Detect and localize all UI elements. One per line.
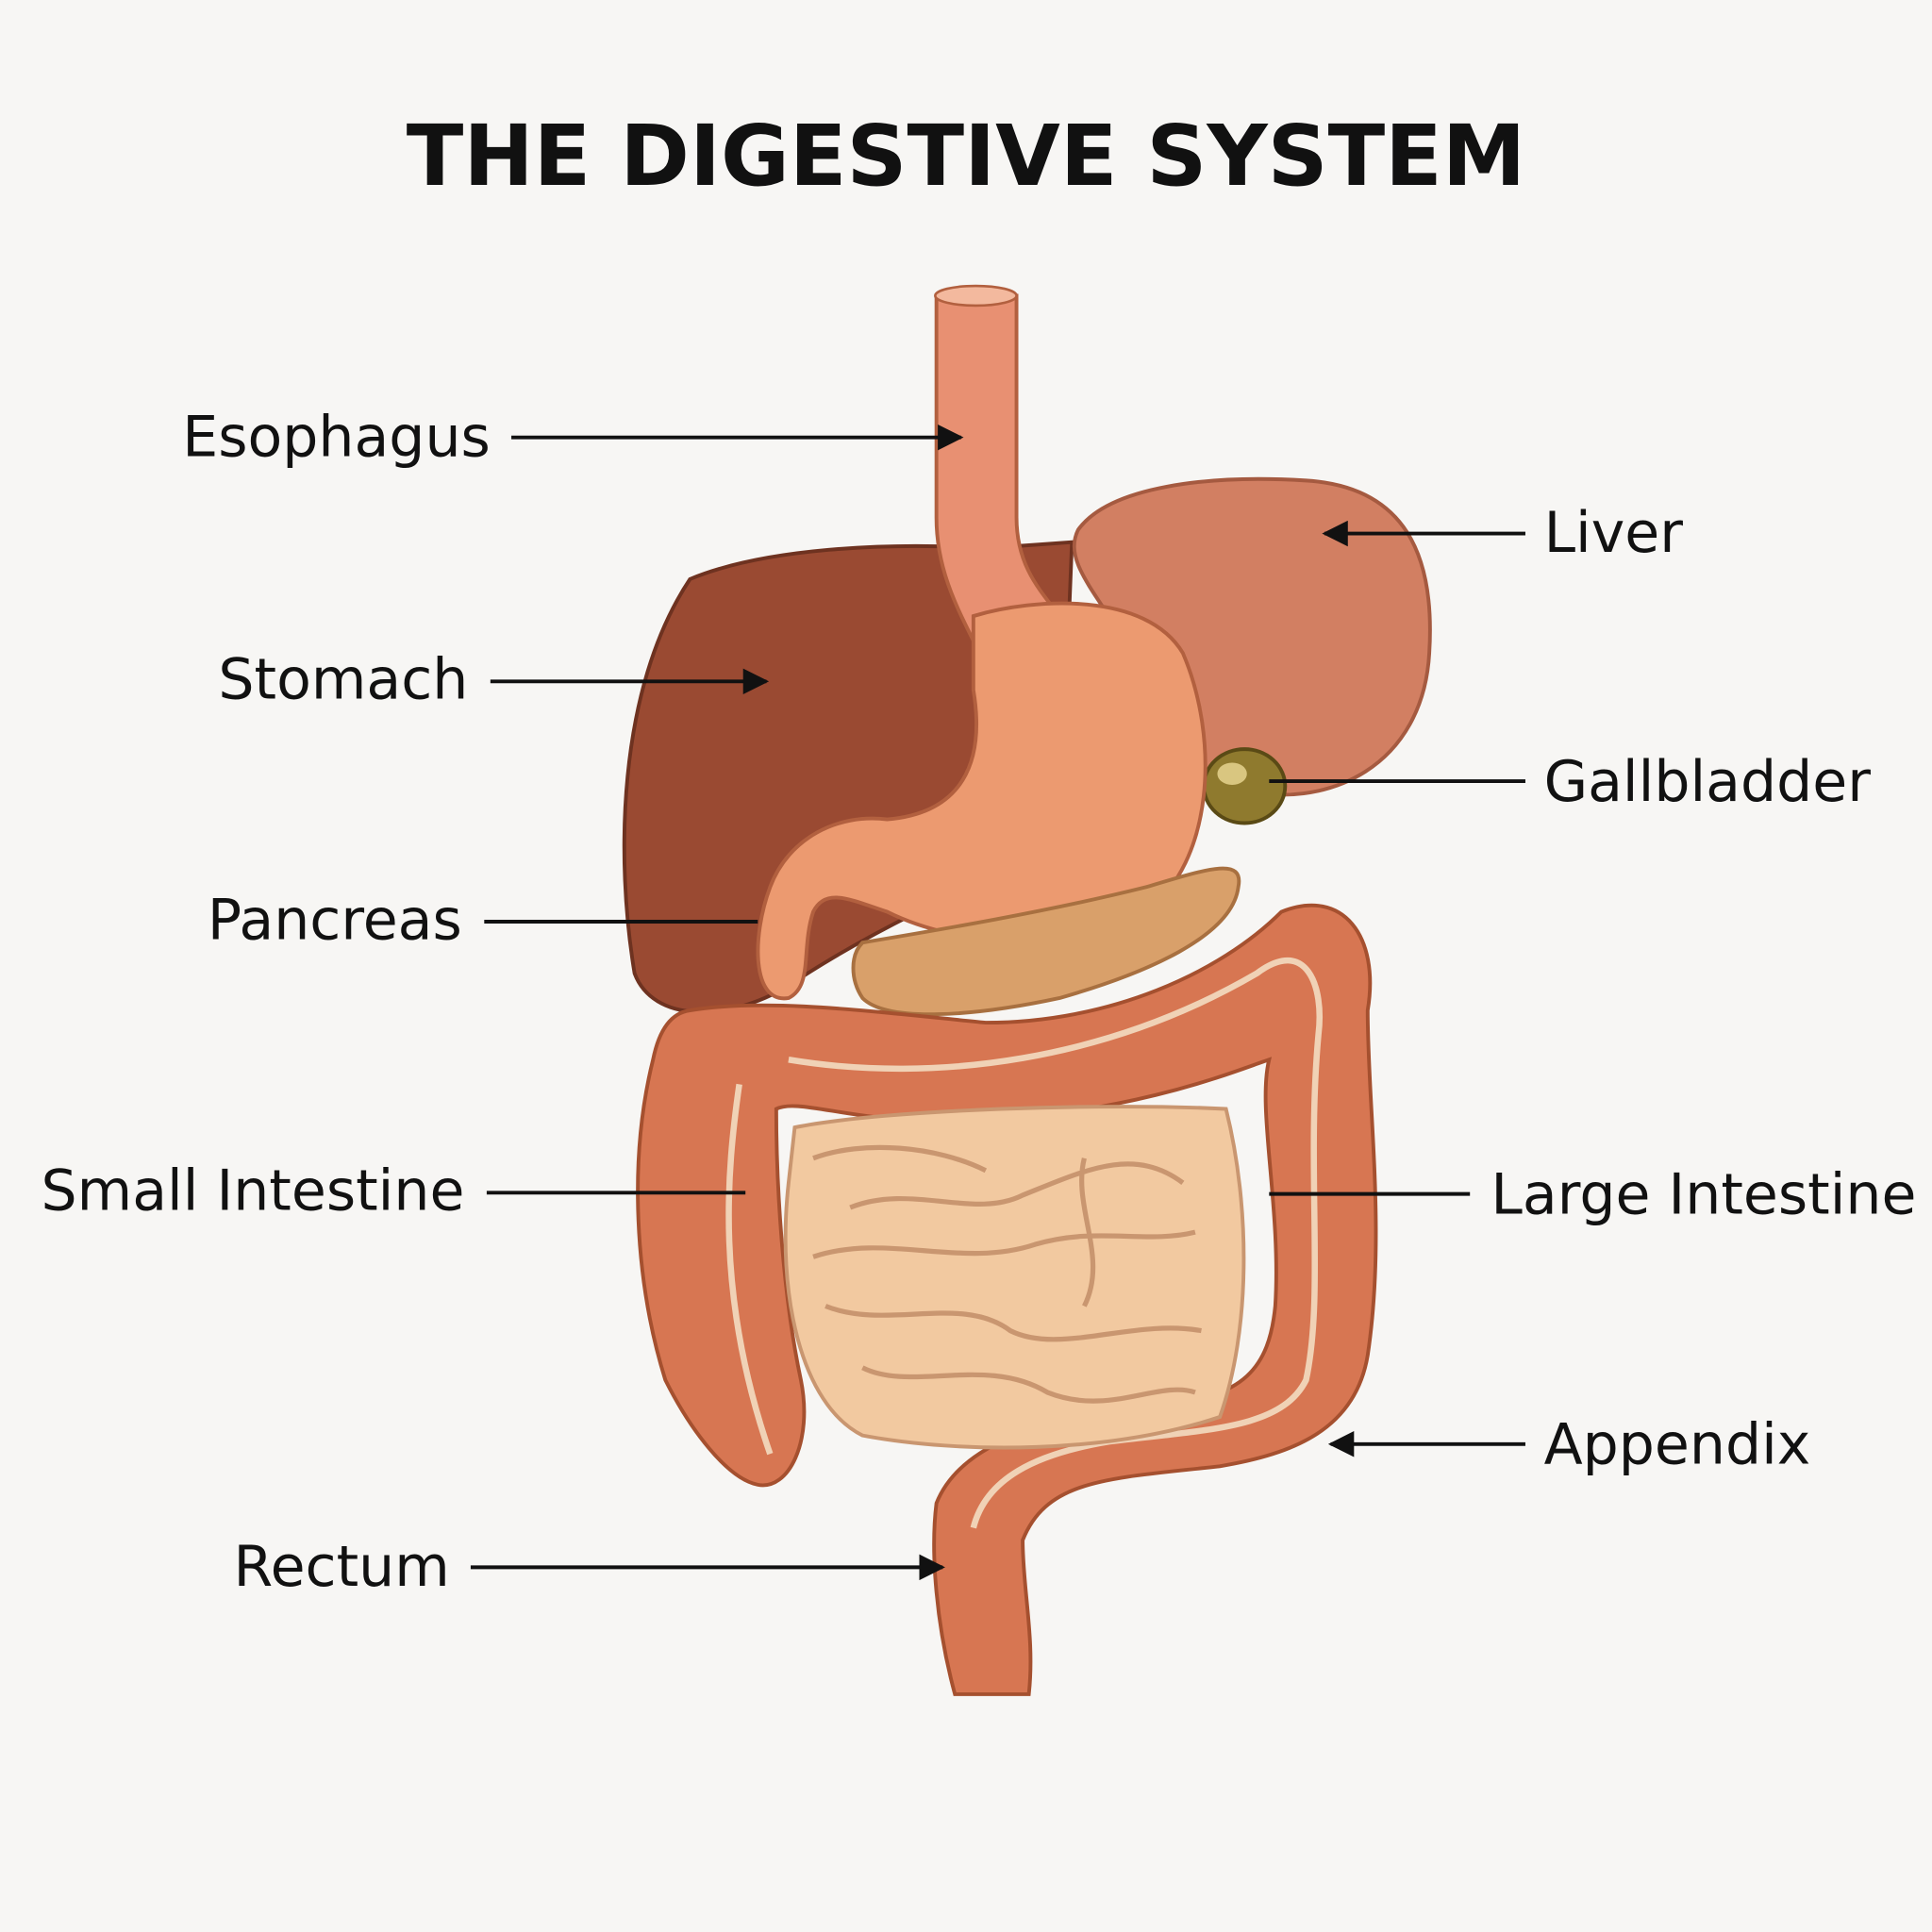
label-text: Large Intestine	[1491, 1162, 1916, 1228]
label-stomach: Stomach	[218, 647, 770, 713]
small-intestine-coils	[812, 1144, 1202, 1404]
label-pancreas: Pancreas	[208, 887, 758, 953]
label-text: Gallbladder	[1544, 749, 1872, 815]
gallbladder	[1202, 747, 1288, 825]
label-esophagus: Esophagus	[182, 404, 964, 470]
label-small-intestine: Small Intestine	[42, 1158, 746, 1224]
label-text: Stomach	[218, 647, 468, 713]
label-large-intestine: Large Intestine	[1269, 1162, 1916, 1228]
esophagus	[934, 293, 1063, 643]
label-text: Small Intestine	[42, 1158, 465, 1224]
label-liver: Liver	[1322, 500, 1684, 566]
page-title: THE DIGESTIVE SYSTEM	[407, 108, 1525, 205]
label-rectum: Rectum	[234, 1534, 945, 1600]
label-text: Liver	[1544, 500, 1684, 566]
label-text: Appendix	[1544, 1412, 1811, 1478]
esophagus-opening	[934, 284, 1018, 308]
label-text: Rectum	[234, 1534, 450, 1600]
gallbladder-highlight	[1217, 762, 1247, 785]
small-intestine	[783, 1105, 1246, 1450]
label-text: Pancreas	[208, 887, 462, 953]
label-text: Esophagus	[182, 404, 491, 470]
pancreas	[851, 866, 1241, 1017]
label-appendix: Appendix	[1327, 1412, 1811, 1478]
label-gallbladder: Gallbladder	[1269, 749, 1871, 815]
